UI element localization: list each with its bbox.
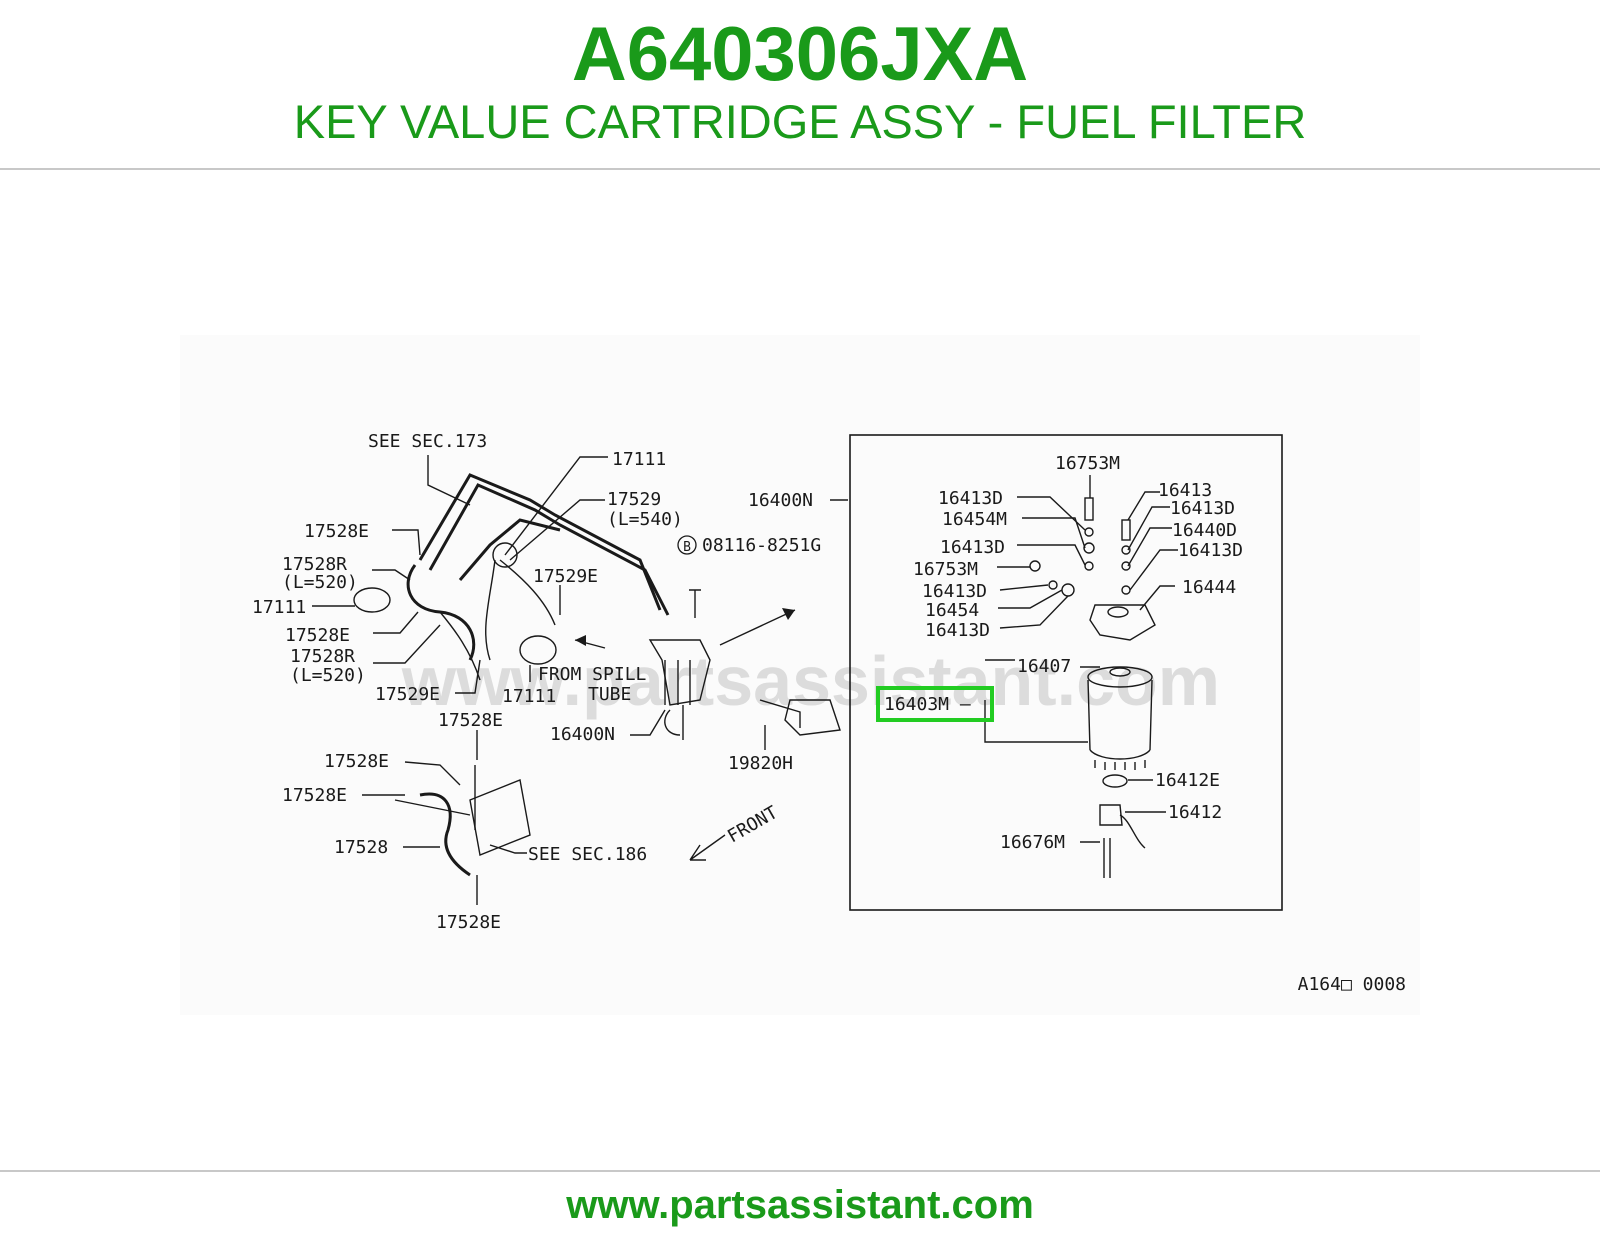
label-17111-bottom: 17111: [502, 686, 556, 707]
label-16412: 16412: [1168, 802, 1222, 823]
label-16400n-bottom: 16400N: [550, 724, 615, 745]
label-16400n-right: 16400N: [748, 490, 813, 511]
fuel-filter-detail: [1029, 497, 1156, 878]
part-description: KEY VALUE CARTRIDGE ASSY - FUEL FILTER: [293, 95, 1307, 148]
label-16413d-e: 16413D: [922, 581, 987, 602]
part-number: A640306JXA: [571, 12, 1029, 97]
label-16454m: 16454M: [942, 509, 1007, 530]
label-19820h: 19820H: [728, 753, 793, 774]
label-16444: 16444: [1182, 577, 1236, 598]
label-tube: TUBE: [588, 684, 631, 705]
label-see-sec-186: SEE SEC.186: [528, 844, 647, 865]
highlight-box: [876, 686, 994, 722]
label-16413d-a: 16413D: [938, 488, 1003, 509]
leader-lines: [312, 455, 1178, 905]
label-17529e-1: 17529E: [533, 566, 598, 587]
footer-website-link[interactable]: www.partsassistant.com: [566, 1183, 1034, 1227]
label-16403m-highlighted: 16403M —: [884, 694, 971, 715]
label-bolt-code: 08116-8251G: [702, 535, 821, 556]
label-17528e-1: 17528E: [304, 521, 369, 542]
watermark: www.partsassistant.com: [401, 642, 1220, 720]
header: A640306JXA KEY VALUE CARTRIDGE ASSY - FU…: [0, 0, 1600, 170]
label-16413d-c: 16413D: [940, 537, 1005, 558]
label-16413d-b: 16413D: [1170, 498, 1235, 519]
label-16413d-f: 16413D: [925, 620, 990, 641]
label-17528r-2: 17528R: [290, 646, 355, 667]
detail-box: [849, 434, 1283, 911]
label-16454: 16454: [925, 600, 979, 621]
label-16753m-top: 16753M: [1055, 453, 1120, 474]
label-16676m: 16676M: [1000, 832, 1065, 853]
label-17528: 17528: [334, 837, 388, 858]
diagram-code: A164□ 0008: [1298, 974, 1406, 995]
label-16412e: 16412E: [1155, 770, 1220, 791]
fuel-line-assembly: [353, 473, 841, 877]
diagram-background: [180, 335, 1420, 1015]
label-17111-top: 17111: [612, 449, 666, 470]
label-16407: 16407: [1017, 656, 1071, 677]
bolt-code-prefix: B: [683, 540, 691, 555]
label-front: FRONT: [724, 802, 782, 847]
label-17528r-1: 17528R: [282, 554, 347, 575]
label-17528e-4: 17528E: [324, 751, 389, 772]
header-divider: [0, 168, 1600, 170]
bolt-circle-icon: [677, 535, 697, 555]
label-17528e-5: 17528E: [282, 785, 347, 806]
label-17528e-3: 17528E: [438, 710, 503, 731]
label-17529: 17529: [607, 489, 661, 510]
label-17528e-6: 17528E: [436, 912, 501, 933]
label-17528e-2: 17528E: [285, 625, 350, 646]
label-17528r-2-length: (L=520): [290, 665, 366, 686]
label-16413: 16413: [1158, 480, 1212, 501]
label-17528r-1-length: (L=520): [282, 572, 358, 593]
label-16440d: 16440D: [1172, 520, 1237, 541]
label-17529e-2: 17529E: [375, 684, 440, 705]
footer-divider: [0, 1170, 1600, 1172]
label-see-sec-173: SEE SEC.173: [368, 431, 487, 452]
label-17111-left: 17111: [252, 597, 306, 618]
label-from-spill: FROM SPILL: [538, 664, 647, 685]
label-17529-length: (L=540): [607, 509, 683, 530]
label-16753m-mid: 16753M: [913, 559, 978, 580]
label-16413d-d: 16413D: [1178, 540, 1243, 561]
